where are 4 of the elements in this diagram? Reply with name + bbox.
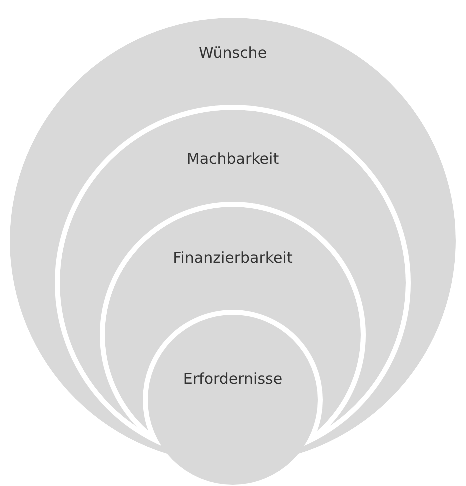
- circle-label: Wünsche: [198, 44, 268, 62]
- circle-label: Finanzierbarkeit: [172, 249, 294, 267]
- circle-label: Erfordernisse: [182, 370, 284, 388]
- circle-label: Machbarkeit: [186, 150, 280, 168]
